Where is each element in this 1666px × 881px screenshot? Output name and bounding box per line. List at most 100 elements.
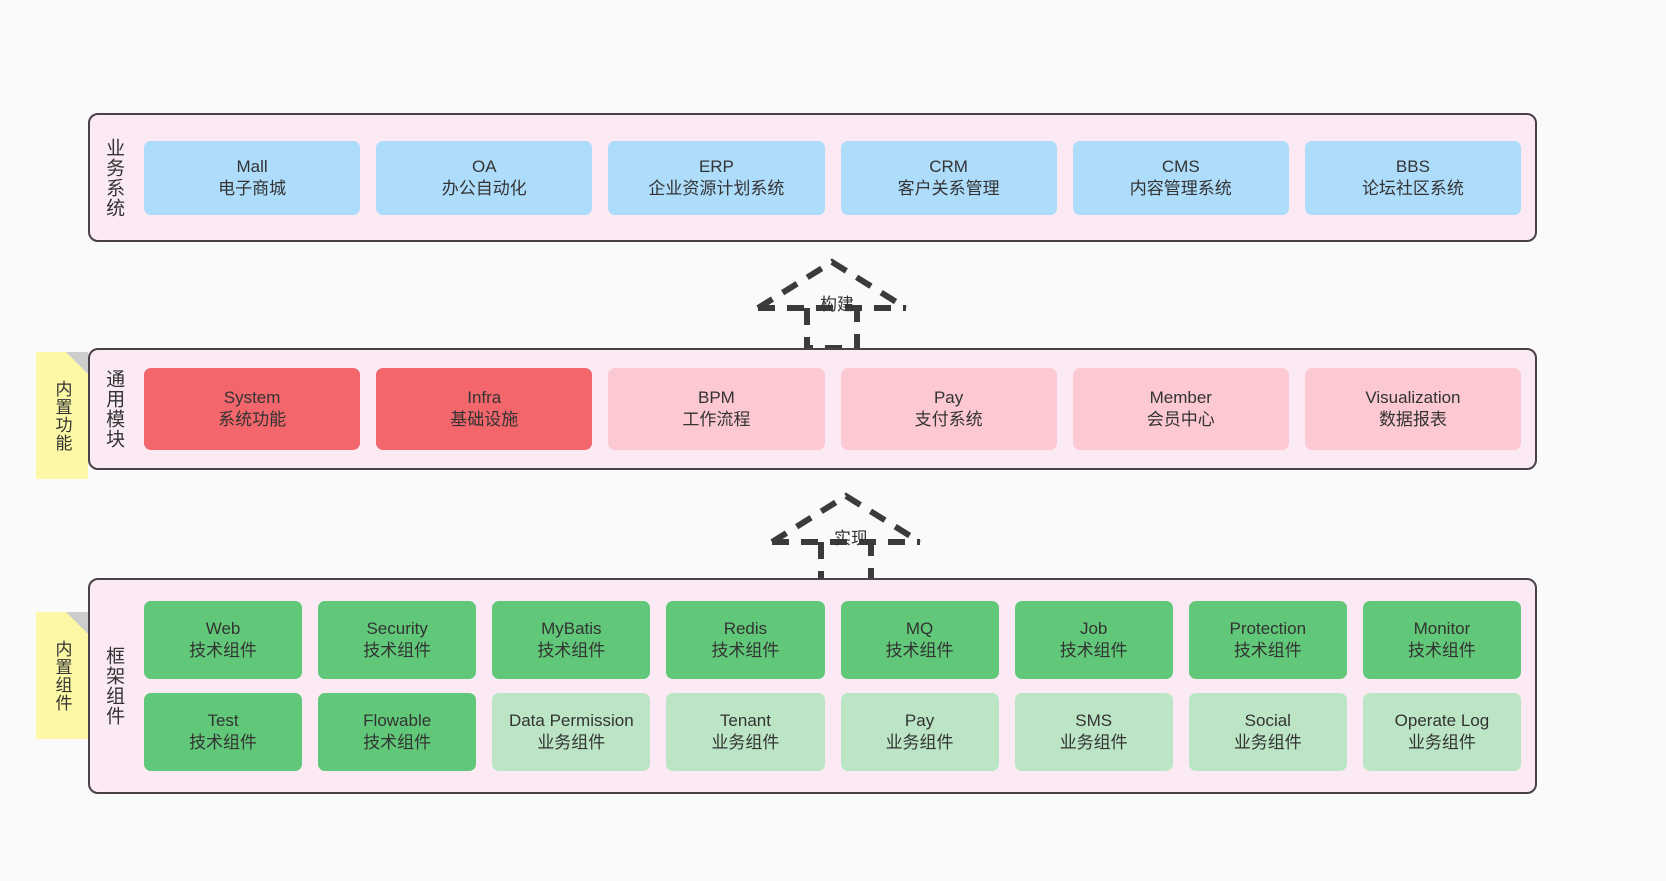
card-system[interactable]: System 系统功能: [144, 368, 361, 450]
card-bbs-desc: 论坛社区系统: [1361, 178, 1464, 198]
card-protection-name: Protection: [1229, 619, 1307, 639]
card-tenant-name: Tenant: [719, 711, 771, 731]
card-flowable[interactable]: Flowable 技术组件: [318, 693, 477, 771]
card-redis[interactable]: Redis 技术组件: [666, 601, 825, 679]
card-member-name: Member: [1149, 388, 1212, 408]
layer-common-modules-title: 通用模块: [103, 369, 125, 449]
card-pay-module-desc: 支付系统: [914, 410, 983, 429]
card-social-name: Social: [1244, 711, 1291, 731]
card-erp-name: ERP: [698, 156, 734, 176]
card-pay-component-name: Pay: [904, 711, 935, 731]
card-operate-log-name: Operate Log: [1394, 711, 1490, 731]
card-web[interactable]: Web 技术组件: [144, 601, 303, 679]
card-job-name: Job: [1079, 619, 1108, 639]
card-monitor[interactable]: Monitor 技术组件: [1362, 601, 1521, 679]
card-mybatis-desc: 技术组件: [537, 641, 606, 660]
card-web-name: Web: [205, 619, 241, 639]
connector-build-label: 构建: [820, 295, 854, 314]
card-sms[interactable]: SMS 业务组件: [1014, 693, 1173, 771]
layer-common-modules-body: System 系统功能 Infra 基础设施 BPM 工作流程 Pay 支付系统…: [136, 350, 1535, 468]
card-system-desc: 系统功能: [218, 410, 287, 429]
card-member[interactable]: Member 会员中心: [1072, 368, 1289, 450]
card-member-desc: 会员中心: [1146, 410, 1215, 429]
connector-implement-label: 实现: [834, 529, 868, 548]
layer-business-systems-title: 业务系统: [103, 137, 125, 218]
card-mq-name: MQ: [905, 619, 934, 639]
card-data-permission-name: Data Permission: [508, 711, 634, 731]
card-social-desc: 业务组件: [1233, 733, 1302, 752]
card-monitor-desc: 技术组件: [1407, 641, 1476, 660]
card-bpm-name: BPM: [698, 388, 735, 408]
card-visualization-desc: 数据报表: [1378, 410, 1447, 429]
card-pay-module[interactable]: Pay 支付系统: [840, 368, 1057, 450]
card-mall-desc: 电子商城: [218, 178, 287, 198]
card-mq[interactable]: MQ 技术组件: [840, 601, 999, 679]
business-systems-row: Mall 电子商城 OA 办公自动化 ERP 企业资源计划系统 CRM 客户关系…: [144, 140, 1522, 215]
card-flowable-desc: 技术组件: [363, 733, 432, 752]
card-bbs-name: BBS: [1395, 156, 1430, 176]
framework-business-row: Test 技术组件 Flowable 技术组件 Data Permission …: [144, 693, 1521, 771]
card-bpm[interactable]: BPM 工作流程: [608, 368, 825, 450]
card-cms-name: CMS: [1161, 156, 1200, 176]
card-test[interactable]: Test 技术组件: [144, 693, 303, 771]
common-modules-row: System 系统功能 Infra 基础设施 BPM 工作流程 Pay 支付系统…: [144, 368, 1522, 450]
card-sms-name: SMS: [1075, 711, 1113, 731]
card-oa-name: OA: [471, 156, 497, 176]
card-pay-component[interactable]: Pay 业务组件: [840, 693, 999, 771]
note-builtin-components: 内置组件: [36, 612, 88, 739]
card-operate-log[interactable]: Operate Log 业务组件: [1362, 693, 1521, 771]
note-builtin-components-label: 内置组件: [52, 639, 72, 712]
card-test-name: Test: [207, 711, 239, 731]
card-flowable-name: Flowable: [363, 711, 432, 731]
card-bpm-desc: 工作流程: [682, 410, 751, 429]
card-oa-desc: 办公自动化: [441, 178, 527, 198]
layer-framework-components: 框架组件 Web 技术组件 Security 技术组件 MyBatis 技术组件…: [88, 578, 1537, 794]
note-fold-corner-icon: [66, 612, 88, 634]
card-tenant-desc: 业务组件: [711, 733, 780, 752]
card-cms[interactable]: CMS 内容管理系统: [1072, 140, 1289, 215]
card-security-desc: 技术组件: [363, 641, 432, 660]
card-visualization-name: Visualization: [1365, 388, 1461, 408]
card-pay-module-name: Pay: [933, 388, 964, 408]
card-infra-desc: 基础设施: [450, 410, 519, 429]
framework-tech-row: Web 技术组件 Security 技术组件 MyBatis 技术组件 Redi…: [144, 601, 1521, 679]
card-job[interactable]: Job 技术组件: [1014, 601, 1173, 679]
card-job-desc: 技术组件: [1059, 641, 1128, 660]
card-pay-component-desc: 业务组件: [885, 733, 954, 752]
card-security[interactable]: Security 技术组件: [318, 601, 477, 679]
card-operate-log-desc: 业务组件: [1407, 733, 1476, 752]
note-builtin-functions-label: 内置功能: [52, 379, 72, 452]
connector-build: 构建: [752, 258, 912, 350]
layer-common-modules: 通用模块 System 系统功能 Infra 基础设施 BPM 工作流程 Pay…: [88, 348, 1537, 470]
card-infra-name: Infra: [467, 388, 502, 408]
card-mybatis[interactable]: MyBatis 技术组件: [492, 601, 651, 679]
layer-framework-components-body: Web 技术组件 Security 技术组件 MyBatis 技术组件 Redi…: [136, 580, 1535, 792]
card-mall-name: Mall: [236, 156, 268, 176]
card-cms-desc: 内容管理系统: [1129, 178, 1232, 198]
card-mall[interactable]: Mall 电子商城: [144, 140, 361, 215]
card-sms-desc: 业务组件: [1059, 733, 1128, 752]
card-security-name: Security: [366, 619, 428, 639]
card-protection[interactable]: Protection 技术组件: [1188, 601, 1347, 679]
card-visualization[interactable]: Visualization 数据报表: [1304, 368, 1522, 450]
card-data-permission[interactable]: Data Permission 业务组件: [492, 693, 651, 771]
card-redis-desc: 技术组件: [711, 641, 780, 660]
card-monitor-name: Monitor: [1413, 619, 1471, 639]
card-system-name: System: [223, 388, 281, 408]
card-social[interactable]: Social 业务组件: [1188, 693, 1347, 771]
card-crm[interactable]: CRM 客户关系管理: [840, 140, 1057, 215]
card-bbs[interactable]: BBS 论坛社区系统: [1304, 140, 1522, 215]
card-web-desc: 技术组件: [189, 641, 258, 660]
card-tenant[interactable]: Tenant 业务组件: [666, 693, 825, 771]
layer-business-systems-body: Mall 电子商城 OA 办公自动化 ERP 企业资源计划系统 CRM 客户关系…: [136, 115, 1535, 240]
card-infra[interactable]: Infra 基础设施: [376, 368, 593, 450]
card-erp[interactable]: ERP 企业资源计划系统: [608, 140, 825, 215]
card-redis-name: Redis: [723, 619, 768, 639]
card-test-desc: 技术组件: [189, 733, 258, 752]
card-protection-desc: 技术组件: [1233, 641, 1302, 660]
card-crm-desc: 客户关系管理: [897, 178, 1000, 198]
note-fold-corner-icon: [66, 352, 88, 374]
card-oa[interactable]: OA 办公自动化: [376, 140, 593, 215]
card-crm-name: CRM: [929, 156, 968, 176]
